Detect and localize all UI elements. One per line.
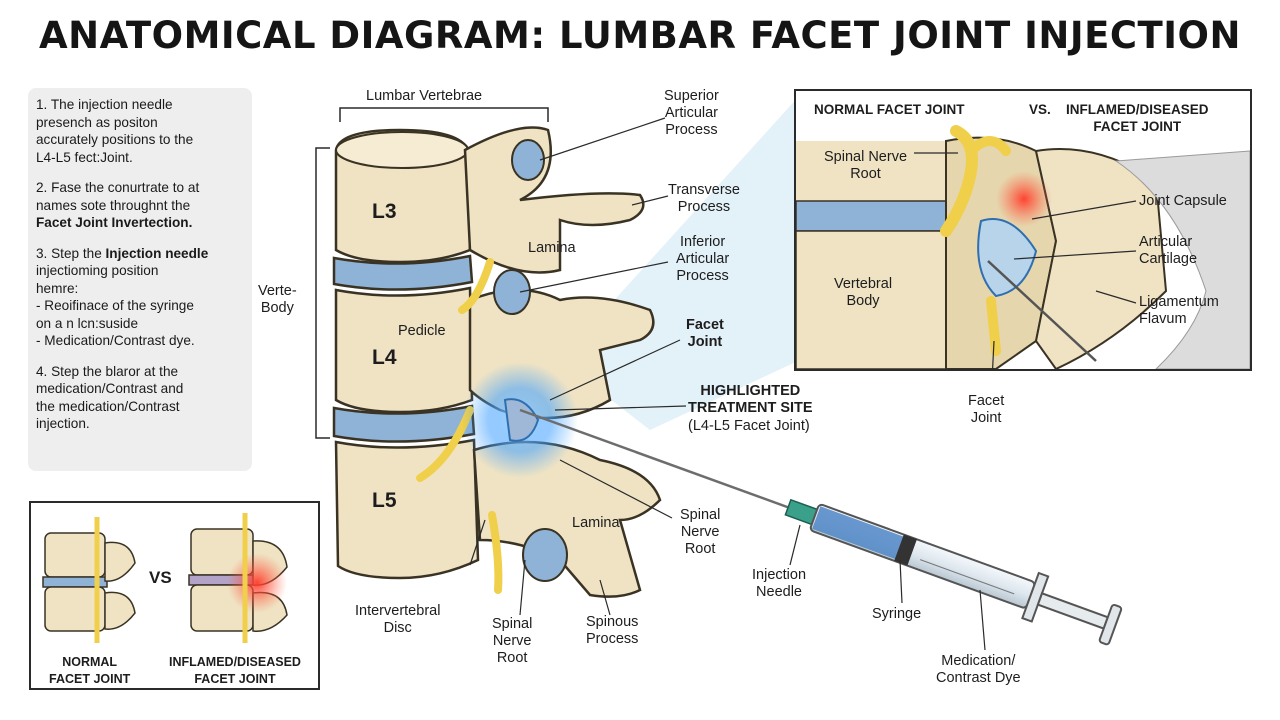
label-spinal-nerve-root-bottom: Spinal Nerve Root xyxy=(492,616,533,666)
label-spinous-process: Spinous Process xyxy=(586,614,639,647)
inset-vs: VS. xyxy=(1029,102,1051,117)
inset-normal-title: NORMAL FACET JOINT xyxy=(814,102,965,117)
step-2: 2. Fase the conurtrate to at names sote … xyxy=(36,179,242,232)
step-3-text: 3. Step the xyxy=(36,245,106,261)
facet-joint-l4-l5 xyxy=(503,398,540,442)
compare-vs: VS xyxy=(149,568,172,587)
vertebra-l5 xyxy=(334,438,662,598)
page-title: ANATOMICAL DIAGRAM: LUMBAR FACET JOINT I… xyxy=(39,14,1241,57)
label-inferior-articular: Inferior Articular Process xyxy=(676,234,730,284)
label-lumbar-vertebrae: Lumbar Vertebrae xyxy=(366,88,483,104)
leader-lines xyxy=(469,117,986,651)
label-transverse: Transverse Process xyxy=(668,182,740,215)
nerve-root-lower xyxy=(488,511,503,594)
inset-facet-joint: Facet Joint xyxy=(968,393,1005,426)
inflamed-facet-mini xyxy=(188,513,288,643)
injection-needle xyxy=(519,408,791,510)
label-medication: Medication/ Contrast Dye xyxy=(936,653,1021,686)
compare-illustration xyxy=(42,513,288,643)
step-1-text: 1. The injection needle presench as posi… xyxy=(36,97,194,165)
inset-spinal-nerve-root: Spinal Nerve Root xyxy=(824,149,908,182)
label-l4: L4 xyxy=(372,346,397,369)
label-l5: L5 xyxy=(372,489,397,512)
label-l3: L3 xyxy=(372,200,397,223)
inset-panel: NORMAL FACET JOINT VS. INFLAMED/DISEASED… xyxy=(794,89,1252,371)
step-4: 4. Step the blaror at the medication/Con… xyxy=(36,363,242,433)
step-3-bold: Injection needle xyxy=(105,245,209,261)
vertebra-l3 xyxy=(334,126,645,274)
normal-facet-mini xyxy=(42,517,136,643)
label-spinal-nerve-root-right: Spinal Nerve Root xyxy=(680,507,721,557)
label-injection-needle: Injection Needle xyxy=(752,567,807,600)
label-highlight-title: HIGHLIGHTED TREATMENT SITE xyxy=(688,383,813,416)
steps-panel: 1. The injection needle presench as posi… xyxy=(28,88,252,471)
inset-inflamed-title: INFLAMED/DISEASED FACET JOINT xyxy=(1066,102,1209,134)
disc-l3-l4 xyxy=(332,254,474,291)
label-lamina-top: Lamina xyxy=(528,240,576,256)
syringe xyxy=(784,498,1123,646)
label-superior-articular: Superior Articular Process xyxy=(664,88,719,138)
step-3-rest: injectioming position hemre: - Reoifinac… xyxy=(36,263,195,348)
compare-panel: VS NORMAL FACET JOINT INFLAMED/DISEASED … xyxy=(29,501,320,690)
label-lamina-bottom: Lamina xyxy=(572,515,620,531)
label-intervertebral-disc: Intervertebral Disc xyxy=(355,603,441,636)
step-2-bold: Facet Joint Invertection. xyxy=(36,215,193,230)
inset-articular-cartilage: Articular Cartilage xyxy=(1139,234,1198,267)
inset-ligamentum-flavum: Ligamentum Flavum xyxy=(1139,294,1219,327)
nerve-root-upper xyxy=(458,258,494,314)
step-3: 3. Step the Injection needle injectiomin… xyxy=(36,245,242,350)
inset-illustration xyxy=(796,125,1250,369)
step-4-text: 4. Step the blaror at the medication/Con… xyxy=(36,363,184,432)
inset-vertebral-body: Vertebral Body xyxy=(834,276,893,309)
label-syringe: Syringe xyxy=(872,606,922,622)
inset-joint-capsule: Joint Capsule xyxy=(1139,193,1227,209)
compare-normal-label: NORMAL FACET JOINT xyxy=(49,655,131,686)
label-highlight-sub: (L4-L5 Facet Joint) xyxy=(688,418,810,434)
lumbar-bracket xyxy=(339,107,549,122)
label-pedicle: Pedicle xyxy=(398,323,446,339)
body-bracket xyxy=(315,147,330,439)
step-2-text: 2. Fase the conurtrate to at names sote … xyxy=(36,180,200,213)
label-facet-joint: Facet Joint xyxy=(686,317,724,350)
label-verte-body: Verte- Body xyxy=(258,283,297,316)
compare-inflamed-label: INFLAMED/DISEASED FACET JOINT xyxy=(169,655,301,686)
step-1: 1. The injection needle presench as posi… xyxy=(36,96,242,166)
